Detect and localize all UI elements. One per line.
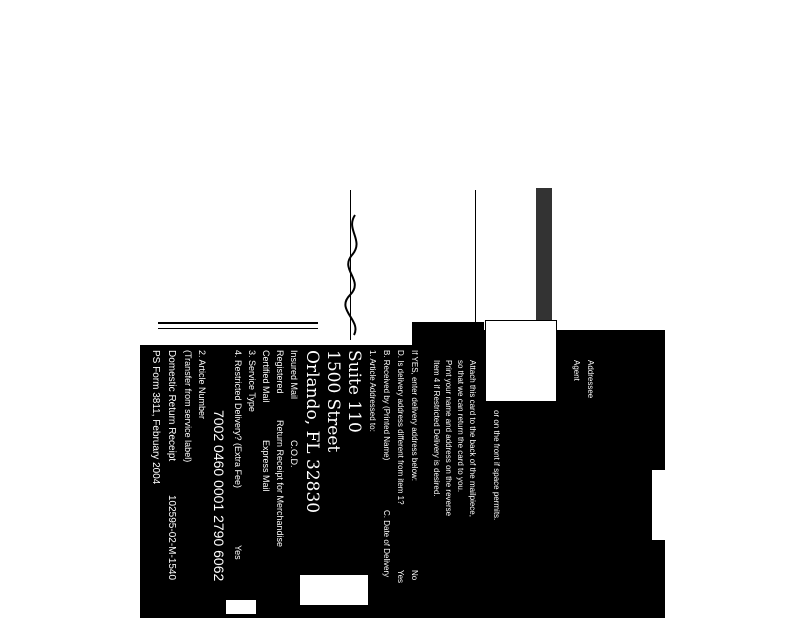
footer-code: 102595-02-M-1540 bbox=[166, 495, 177, 581]
handwritten-signature bbox=[340, 210, 370, 340]
article-sub: (Transfer from service label) bbox=[183, 350, 193, 463]
divider-line bbox=[475, 190, 476, 330]
service-option-cod2[interactable]: C.O.D. bbox=[289, 440, 299, 468]
instruction-1: Item 4 if Restricted Delivery is desired… bbox=[432, 360, 441, 497]
service-type-label: 3. Service Type bbox=[247, 350, 257, 412]
rule-1 bbox=[158, 322, 318, 324]
service-option-express[interactable]: Express Mail bbox=[261, 440, 271, 492]
instruction-2: Print your name and address on the rever… bbox=[444, 360, 453, 517]
addressed-to: 1. Article Addressed to: bbox=[368, 350, 377, 432]
instruction-4: Attach this card to the back of the mail… bbox=[468, 360, 477, 517]
instruction-3: so that we can return the card to you. bbox=[456, 360, 465, 493]
service-option-registered[interactable]: Registered bbox=[275, 350, 285, 394]
handwritten-suite: Suite 110 bbox=[344, 350, 364, 433]
signature-bar bbox=[536, 188, 552, 338]
footer-title: Domestic Return Receipt bbox=[166, 350, 177, 462]
agent-label[interactable]: Agent bbox=[572, 360, 581, 381]
restricted-yes[interactable]: Yes bbox=[233, 545, 243, 560]
article-number: 7002 0460 0001 2790 6062 bbox=[211, 410, 227, 582]
service-option-cod[interactable]: Insured Mail bbox=[289, 350, 299, 400]
received-box bbox=[412, 322, 484, 345]
delivery-no[interactable]: No bbox=[410, 570, 419, 581]
checkbox-area bbox=[300, 575, 368, 605]
delivery-enter: If YES, enter delivery address below: bbox=[410, 350, 419, 482]
handwritten-city: Orlando, FL 32830 bbox=[302, 350, 322, 514]
stamp-box bbox=[485, 320, 557, 402]
form-dark-area bbox=[140, 345, 665, 618]
rule-2 bbox=[158, 328, 318, 329]
received-by-label: B. Received by (Printed Name) bbox=[382, 350, 391, 461]
instruction-5: or on the front if space permits. bbox=[492, 410, 501, 521]
service-option-certified[interactable]: Certified Mail bbox=[261, 350, 271, 403]
addressee-label[interactable]: Addressee bbox=[586, 360, 595, 399]
right-edge-mark bbox=[650, 470, 666, 540]
signature-line bbox=[350, 190, 351, 340]
article-sticker bbox=[226, 600, 256, 614]
delivery-diff: D. Is delivery address different from it… bbox=[396, 350, 405, 505]
article-label: 2. Article Number bbox=[197, 350, 207, 420]
handwritten-street: 1500 Street bbox=[323, 350, 343, 453]
date-delivery: C. Date of Delivery bbox=[382, 510, 391, 578]
footer-form: PS Form 3811, February 2004 bbox=[150, 350, 161, 485]
restricted-label: 4. Restricted Delivery? (Extra Fee) bbox=[233, 350, 243, 489]
service-option-receipt[interactable]: Return Receipt for Merchandise bbox=[275, 420, 285, 548]
delivery-yes[interactable]: Yes bbox=[396, 570, 405, 584]
